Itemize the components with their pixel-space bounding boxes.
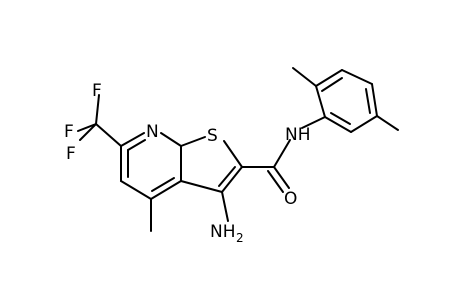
bond-c3-nh2 <box>221 191 229 222</box>
bond-c6-n7 <box>120 132 145 147</box>
bond-c-f-left <box>77 123 97 132</box>
bond-ar-c1-c2 <box>315 85 326 118</box>
bond-c3a-c4-inner <box>151 177 175 192</box>
bond-ar-ortho-methyl <box>292 67 317 87</box>
fluorine-label-top: F <box>92 81 102 101</box>
bond-c3-c3a <box>180 180 223 193</box>
fluorine-label-left: F <box>64 122 74 142</box>
bond-ar-c2-c3-inner <box>321 77 343 92</box>
bond-c-f-top <box>95 94 100 125</box>
carbonyl-oxygen-label: O <box>284 189 297 209</box>
bond-c2-c3 <box>221 166 243 193</box>
bond-nh-aryl <box>301 116 326 129</box>
bond-c2-c3-inner <box>218 166 236 187</box>
amino-label: NH <box>210 222 236 242</box>
bond-n7-c7a <box>160 132 182 147</box>
bond-ar-c4-c5-inner <box>365 88 371 114</box>
fluorine-label-bottom: F <box>66 144 76 164</box>
bond-ar-c4-c5 <box>371 83 378 117</box>
bond-c7a-s <box>180 136 206 147</box>
bonds <box>77 67 399 232</box>
bond-ar-c6-c1-inner <box>330 112 351 125</box>
amide-nh-label: NH <box>285 125 311 145</box>
bond-ar-c2-c3 <box>315 69 343 87</box>
bond-carbonyl-nh <box>273 139 291 168</box>
bond-carbonyl-o-inner <box>267 170 284 193</box>
bond-ar-c5-c6 <box>350 115 378 133</box>
bond-c-f-bottom <box>79 123 97 141</box>
amino-subscript: 2 <box>236 231 244 245</box>
atom-labels: F F F N S NH O NH 2 <box>64 81 311 245</box>
bond-ar-meta-methyl <box>376 115 399 131</box>
bond-cf3-ring <box>95 123 122 147</box>
bond-ar-c3-c4 <box>341 69 373 85</box>
pyridine-nitrogen-label: N <box>146 122 159 142</box>
bond-c6-n7-inner <box>127 139 146 151</box>
bond-carbonyl-o <box>273 166 290 189</box>
bond-c3a-c4 <box>150 180 182 200</box>
bond-c4-c5 <box>120 180 152 200</box>
bond-s-c2 <box>223 140 243 168</box>
sulfur-label: S <box>207 126 218 146</box>
bond-ar-c6-c1 <box>324 116 352 133</box>
